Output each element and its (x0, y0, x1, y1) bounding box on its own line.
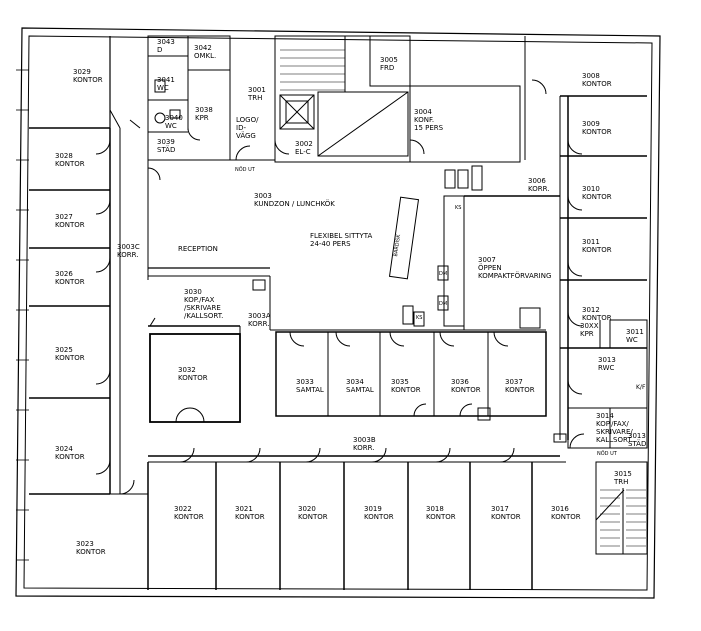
kf-label: K/F (636, 384, 646, 391)
wall-lines (15, 27, 661, 599)
emergency-exit-label: NÖD UT (235, 167, 255, 173)
emergency-exit-label: NÖD UT (597, 451, 617, 457)
ks-label: KS (416, 315, 423, 321)
dm-label: DM (439, 271, 448, 277)
room-reception: RECEPTION (178, 245, 218, 253)
ks-label: KS (455, 205, 462, 211)
room-flexibel: FLEXIBEL SITTYTA 24-40 PERS (310, 232, 373, 248)
room-logo: LOGO/ ID- VÄGG (236, 116, 259, 140)
dm-label: DM (439, 301, 448, 307)
